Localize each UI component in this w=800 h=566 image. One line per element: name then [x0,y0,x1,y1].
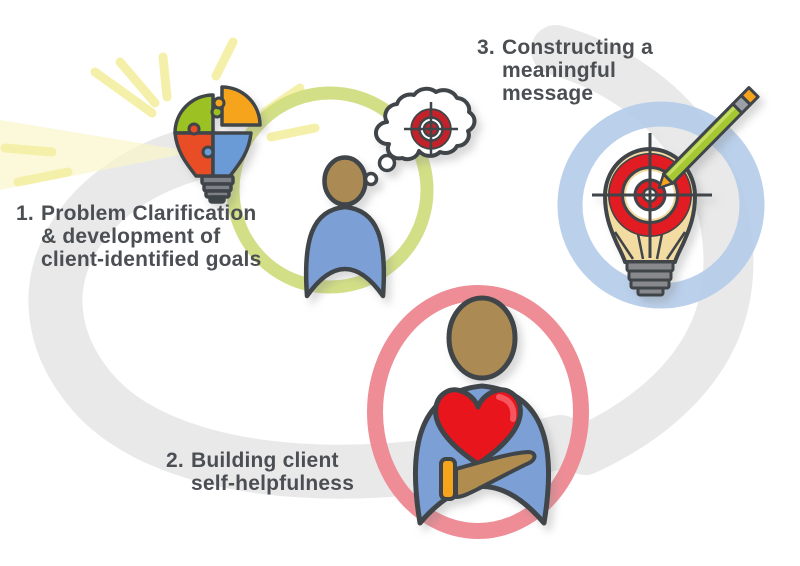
heart-icon [433,387,523,467]
heart-highlight [496,394,517,422]
pencil-highlight [666,104,738,177]
puzzle-knob [187,122,201,136]
step2-label-line2: self-helpfulness [191,472,355,495]
step1-label: 1.Problem Clarification & development of… [16,202,261,271]
puzzle-piece-green [173,93,215,135]
step1-label-line1: 1.Problem Clarification [16,202,257,225]
person-holding-heart-icon [412,295,552,526]
puzzle-piece-blue [211,131,253,178]
sleeve-cuff [439,457,457,501]
bulb-filament-lines [613,231,687,260]
step2-ring [367,285,589,539]
step1-ring [226,86,434,294]
bulb-screw-base [625,260,675,297]
thought-target-icon [404,102,458,156]
crosshair [592,133,712,258]
person-head [322,155,368,207]
puzzle-piece-red [173,131,215,178]
step1-number: 1. [16,202,34,225]
step3-label: 3.Constructing a meaningful message [477,36,653,105]
thinking-person-icon [303,86,477,299]
step2-number: 2. [166,449,184,472]
light-rays [0,37,320,190]
target-lightbulb-pencil-icon [592,86,760,297]
swoosh-left-arc [28,125,587,499]
step1-label-line2: & development of [41,225,221,248]
thought-bubble-medium [377,153,397,173]
step2-label: 2.Building client self-helpfulness [166,449,354,495]
step2-label-line1: 2.Building client [166,449,339,472]
pencil-icon [657,86,760,190]
step1-label-line3: client-identified goals [41,248,262,271]
person-head [446,295,518,381]
puzzle-knob [212,96,226,110]
step3-label-line1: 3.Constructing a [477,36,653,59]
open-hand [454,450,537,499]
puzzle-knob [201,145,215,159]
step3-number: 3. [477,36,495,59]
person-body [303,204,387,299]
puzzle-lightbulb-icon [173,85,262,204]
puzzle-piece-orange [220,85,262,127]
step3-label-line3: message [502,82,594,105]
bulb-screw-base [200,174,235,204]
pencil-eraser [739,86,760,107]
step3-label-line2: meaningful [502,59,617,82]
thought-bubble-small [363,171,379,187]
